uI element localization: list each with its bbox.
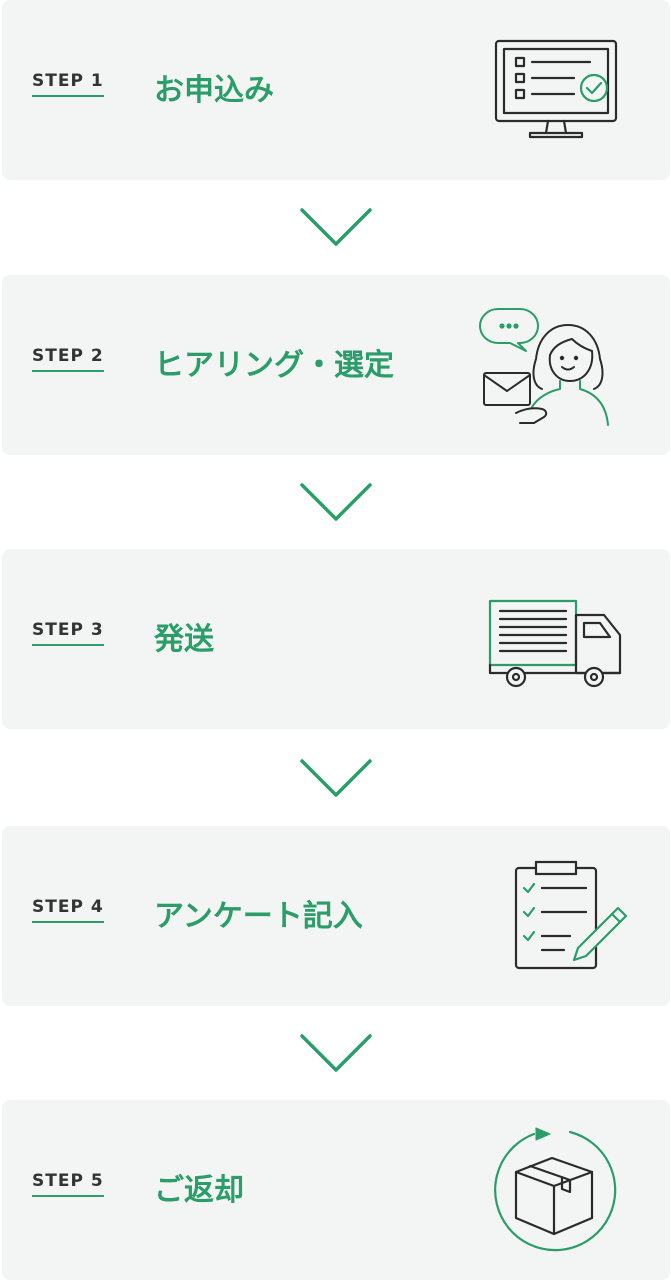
step-label: STEP 4 (32, 898, 104, 923)
step-title: 発送 (154, 622, 214, 657)
step-card-1: STEP 1 お申込み (2, 0, 670, 180)
chevron-down-icon (300, 483, 372, 521)
return-box-icon (494, 1127, 617, 1252)
step-title: アンケート記入 (154, 899, 363, 934)
clipboard-survey-icon (514, 860, 628, 970)
computer-checklist-icon (494, 39, 618, 139)
chevron-down-icon (300, 1034, 372, 1072)
step-title: お申込み (154, 73, 274, 108)
step-card-3: STEP 3 発送 (2, 549, 670, 729)
step-card-2: STEP 2 ヒアリング・選定 (2, 275, 670, 455)
step-label: STEP 3 (32, 621, 104, 646)
step-title: ヒアリング・選定 (154, 348, 394, 383)
delivery-truck-icon (488, 599, 622, 688)
step-label: STEP 2 (32, 347, 104, 372)
consultation-woman-icon (479, 308, 609, 426)
step-card-4: STEP 4 アンケート記入 (2, 826, 670, 1006)
chevron-down-icon (300, 208, 372, 246)
step-label: STEP 1 (32, 72, 104, 97)
step-card-5: STEP 5 ご返却 (2, 1100, 670, 1280)
chevron-down-icon (300, 759, 372, 797)
step-label: STEP 5 (32, 1172, 104, 1197)
step-title: ご返却 (154, 1173, 244, 1208)
